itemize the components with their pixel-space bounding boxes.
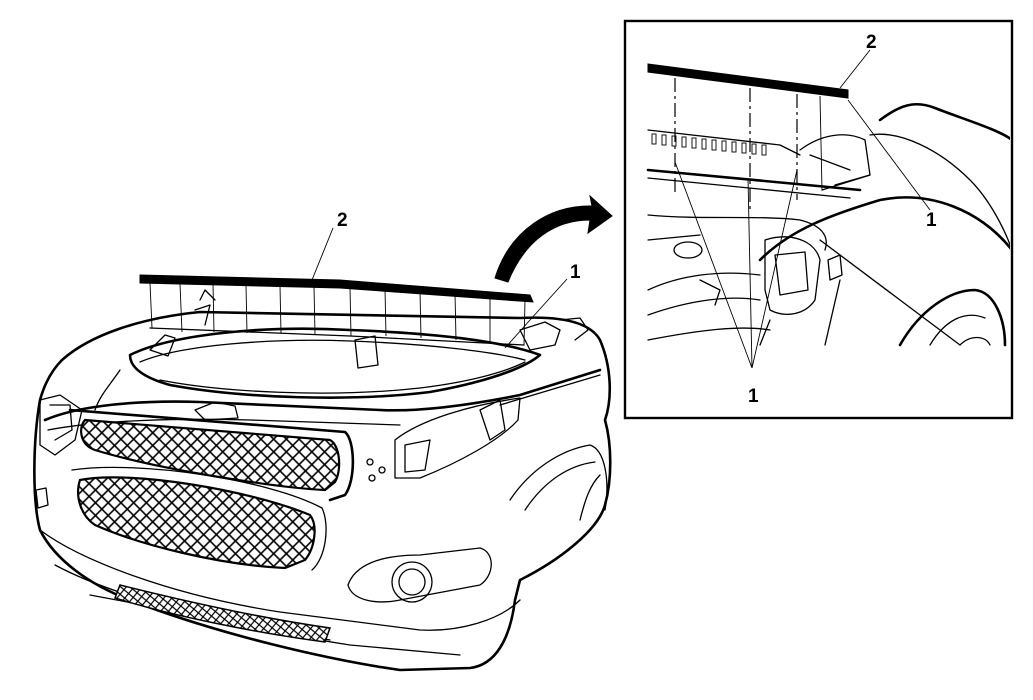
- hood-rear-seal: [139, 274, 534, 346]
- detail-hood-seal: [647, 63, 871, 210]
- main-leader-lines: [311, 227, 568, 349]
- main-clip-callout: 1: [570, 262, 581, 283]
- detail-leader-lines: [674, 49, 931, 369]
- main-seal-callout: 2: [337, 210, 348, 231]
- seal-retainer-lines: [149, 282, 526, 346]
- curved-arrow-icon: [494, 194, 613, 283]
- detail-inset: 2 1 1: [623, 19, 1014, 420]
- detail-clip-callout-bottom: 1: [748, 386, 759, 407]
- detail-clip-callout-right: 1: [926, 210, 937, 231]
- vehicle-front-end: [33, 310, 612, 672]
- cowl-vent-slots: [651, 133, 767, 156]
- detail-seal-callout: 2: [866, 32, 877, 53]
